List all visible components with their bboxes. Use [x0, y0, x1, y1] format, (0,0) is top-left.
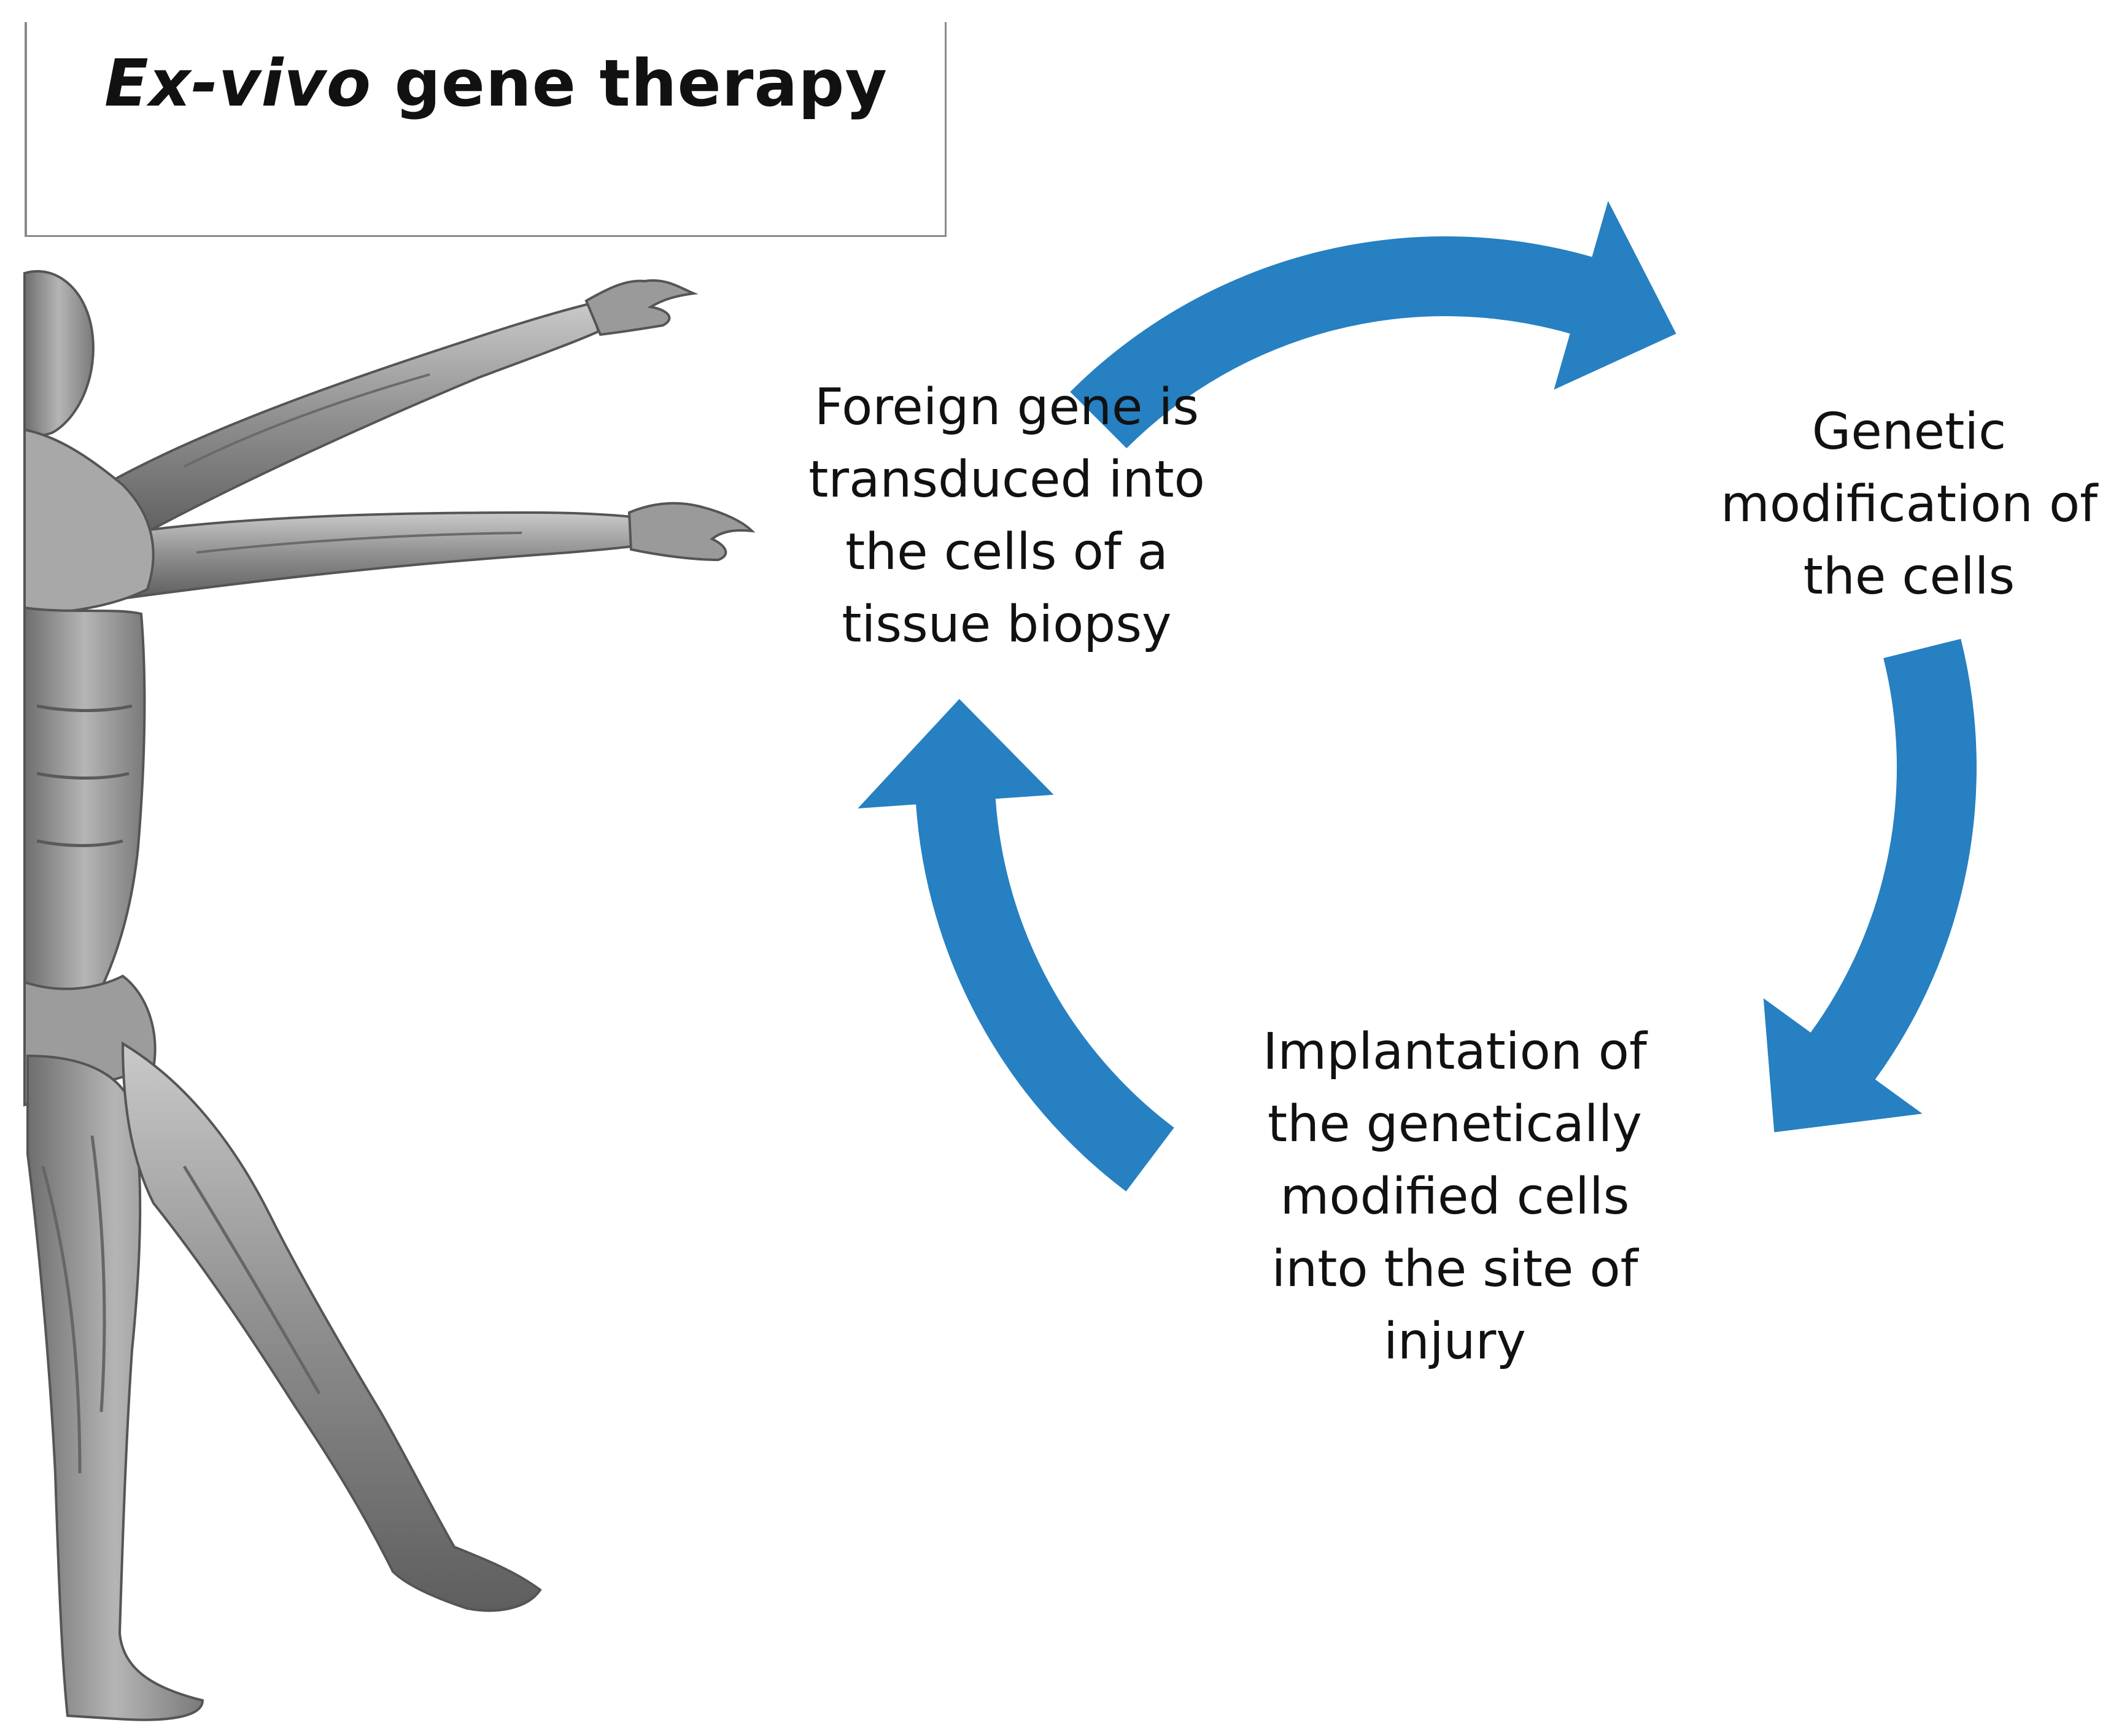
human-anatomy-figure — [23, 269, 756, 1721]
step-line: Implantation of — [1263, 1023, 1647, 1081]
step-genetic-modification: Genetic modification of the cells — [1694, 396, 2124, 613]
step-line: transduced into — [808, 451, 1205, 509]
step-line: modified cells — [1280, 1168, 1630, 1226]
upper-hand — [584, 279, 699, 336]
lower-hand — [627, 502, 756, 562]
step-line: into the site of — [1271, 1240, 1638, 1298]
step-line: the genetically — [1268, 1095, 1642, 1153]
step-implantation: Implantation of the genetically modified… — [1203, 1016, 1707, 1378]
step-line: modification of — [1720, 475, 2098, 533]
step-transduction: Foreign gene is transduced into the cell… — [761, 371, 1252, 661]
step-line: tissue biopsy — [842, 595, 1172, 654]
arrow-left — [858, 699, 1174, 1192]
step-line: Foreign gene is — [814, 378, 1199, 436]
step-line: the cells — [1803, 548, 2015, 606]
title-frame — [25, 22, 947, 237]
arrow-right — [1763, 638, 1977, 1133]
step-line: Genetic — [1811, 403, 2007, 461]
step-line: the cells of a — [845, 523, 1168, 581]
raised-leg — [121, 1041, 542, 1612]
diagram-title: Ex-vivo gene therapy — [104, 46, 888, 121]
arrow-top — [1070, 201, 1676, 449]
title-italic: Ex-vivo — [104, 46, 372, 121]
step-line: injury — [1384, 1312, 1526, 1371]
title-rest: gene therapy — [371, 46, 888, 121]
